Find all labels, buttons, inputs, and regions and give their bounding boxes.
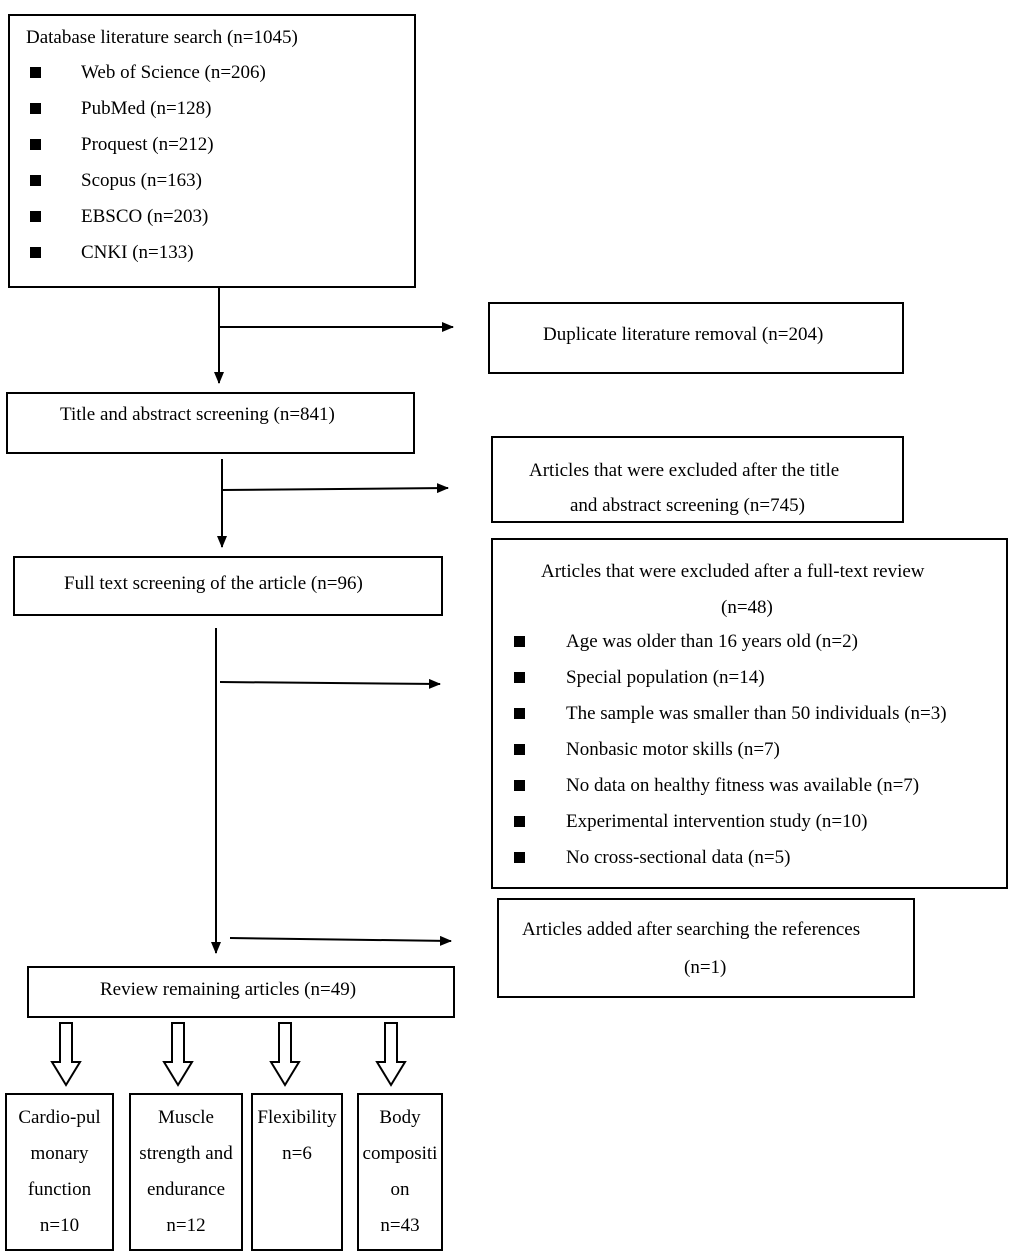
outcome-cardio-line: function	[27, 1179, 92, 1200]
outcome-cardio-line: Cardio-pul	[18, 1107, 101, 1128]
source-item: EBSCO (n=203)	[81, 206, 209, 227]
exclusion-reason: Special population (n=14)	[566, 667, 765, 688]
review-remaining-label: Review remaining articles (n=49)	[100, 979, 357, 1000]
source-item: Scopus (n=163)	[81, 170, 203, 191]
outcome-body-count: n=43	[380, 1215, 420, 1236]
bullet-icon	[30, 247, 41, 258]
duplicate-removal-label: Duplicate literature removal (n=204)	[543, 324, 824, 345]
bullet-icon	[30, 211, 41, 222]
bullet-icon	[30, 67, 41, 78]
arrow-to-title-excluded	[221, 483, 449, 494]
database-search-box	[8, 14, 416, 288]
full-text-excluded-box	[491, 538, 1008, 889]
exclusion-reason: Nonbasic motor skills (n=7)	[566, 739, 780, 760]
bullet-icon	[514, 852, 525, 863]
outcome-cardio-line: monary	[30, 1143, 89, 1164]
arrow-to-references-added	[229, 935, 452, 946]
bullet-icon	[30, 139, 41, 150]
outcome-cardio-box: Cardio-pul monary function n=10	[5, 1093, 114, 1251]
outcome-muscle-line: strength and	[139, 1143, 233, 1164]
outcome-body-line: compositi	[362, 1143, 438, 1164]
hollow-arrow-body	[375, 1022, 407, 1087]
bullet-icon	[514, 708, 525, 719]
source-item: CNKI (n=133)	[81, 242, 194, 263]
hollow-arrow-muscle	[162, 1022, 194, 1087]
bullet-icon	[514, 816, 525, 827]
outcome-muscle-box: Muscle strength and endurance n=12	[129, 1093, 243, 1251]
full-text-excluded-title: Articles that were excluded after a full…	[541, 561, 925, 582]
full-text-excluded-count: (n=48)	[721, 597, 773, 618]
outcome-body-box: Body compositi on n=43	[357, 1093, 443, 1251]
title-abstract-excluded-box: Articles that were excluded after the ti…	[491, 436, 904, 523]
exclusion-reason: No data on healthy fitness was available…	[566, 775, 920, 796]
duplicate-removal-box	[488, 302, 904, 374]
exclusion-reason: Experimental intervention study (n=10)	[566, 811, 868, 832]
references-added-box	[497, 898, 915, 998]
outcome-cardio-count: n=10	[39, 1215, 80, 1236]
source-item: PubMed (n=128)	[81, 98, 212, 119]
hollow-arrow-flexibility	[269, 1022, 301, 1087]
arrow-to-full-text-excluded	[219, 678, 441, 689]
bullet-icon	[514, 672, 525, 683]
database-search-title: Database literature search (n=1045)	[26, 27, 298, 48]
references-added-line1: Articles added after searching the refer…	[522, 919, 861, 940]
outcome-flexibility-count: n=6	[282, 1143, 312, 1164]
bullet-icon	[514, 744, 525, 755]
title-abstract-excluded-line2: and abstract screening (n=745)	[570, 495, 805, 516]
outcome-body-line: on	[390, 1179, 410, 1200]
source-item: Web of Science (n=206)	[81, 62, 266, 83]
exclusion-reason: Age was older than 16 years old (n=2)	[566, 631, 858, 652]
outcome-muscle-line: endurance	[146, 1179, 226, 1200]
exclusion-reason: No cross-sectional data (n=5)	[566, 847, 791, 868]
outcome-muscle-count: n=12	[166, 1215, 206, 1236]
title-abstract-excluded-line1: Articles that were excluded after the ti…	[529, 460, 840, 481]
title-abstract-screening-box	[6, 392, 415, 454]
references-added-line2: (n=1)	[684, 957, 727, 978]
source-item: Proquest (n=212)	[81, 134, 214, 155]
bullet-icon	[514, 780, 525, 791]
bullet-icon	[514, 636, 525, 647]
hollow-arrow-cardio	[50, 1022, 82, 1087]
review-remaining-box	[27, 966, 455, 1018]
exclusion-reason: The sample was smaller than 50 individua…	[566, 703, 947, 724]
title-abstract-screening-label: Title and abstract screening (n=841)	[60, 404, 335, 425]
full-text-screening-label: Full text screening of the article (n=96…	[64, 573, 363, 594]
outcome-body-line: Body	[379, 1107, 421, 1128]
outcome-flexibility-box: Flexibility n=6	[251, 1093, 343, 1251]
bullet-icon	[30, 175, 41, 186]
outcome-muscle-line: Muscle	[158, 1107, 214, 1128]
full-text-screening-box	[13, 556, 443, 616]
bullet-icon	[30, 103, 41, 114]
outcome-flexibility-line: Flexibility	[257, 1107, 337, 1128]
